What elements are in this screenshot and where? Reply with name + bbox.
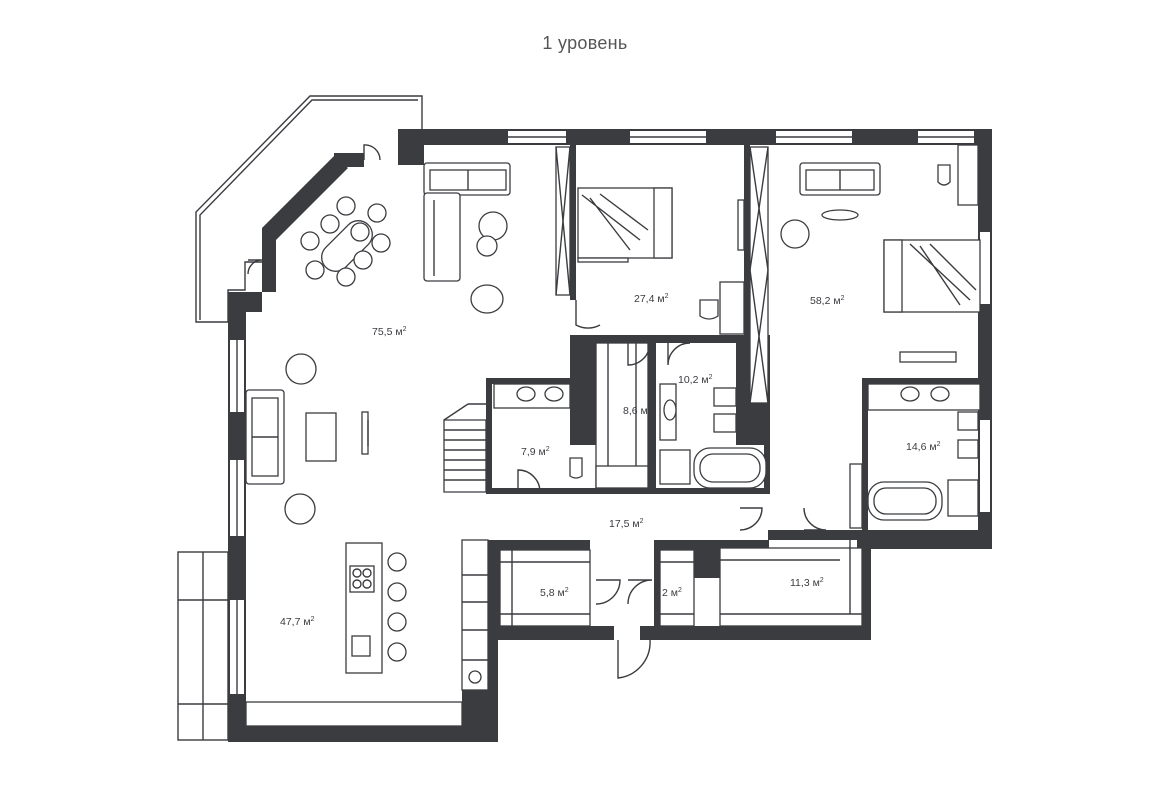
stairs bbox=[443, 403, 487, 493]
area-label-living: 75,5 м2 bbox=[372, 326, 407, 338]
wardrobes bbox=[499, 342, 863, 627]
bathrooms-furniture bbox=[493, 383, 981, 529]
area-labels: 75,5 м2 27,4 м2 58,2 м2 10,2 м2 8,6 м2 7… bbox=[280, 293, 941, 628]
bedroom-2-furniture bbox=[780, 144, 981, 363]
doors bbox=[247, 144, 827, 679]
area-label-wardrobe-1: 8,6 м2 bbox=[623, 405, 652, 417]
interior-walls bbox=[418, 145, 980, 632]
area-label-bath-2: 14,6 м2 bbox=[906, 441, 941, 453]
outer-walls bbox=[228, 129, 992, 742]
windows bbox=[230, 131, 990, 694]
area-label-storage: 5,8 м2 bbox=[540, 587, 569, 599]
balconies bbox=[177, 95, 423, 741]
bedroom-1-furniture bbox=[577, 187, 745, 335]
area-label-wc-1: 7,9 м2 bbox=[521, 446, 550, 458]
glass-partitions bbox=[555, 146, 769, 404]
kitchen-furniture bbox=[245, 539, 489, 727]
area-label-bath-1: 10,2 м2 bbox=[678, 374, 713, 386]
area-label-closet: 2 м2 bbox=[662, 587, 682, 599]
area-label-bedroom-1: 27,4 м2 bbox=[634, 293, 669, 305]
area-label-wardrobe-2: 11,3 м2 bbox=[790, 577, 824, 589]
living-furniture bbox=[245, 162, 511, 525]
area-label-bedroom-2: 58,2 м2 bbox=[810, 295, 845, 307]
plan-title: 1 уровень bbox=[542, 33, 628, 53]
area-label-kitchen: 47,7 м2 bbox=[280, 616, 315, 628]
area-label-hall: 17,5 м2 bbox=[609, 518, 644, 530]
